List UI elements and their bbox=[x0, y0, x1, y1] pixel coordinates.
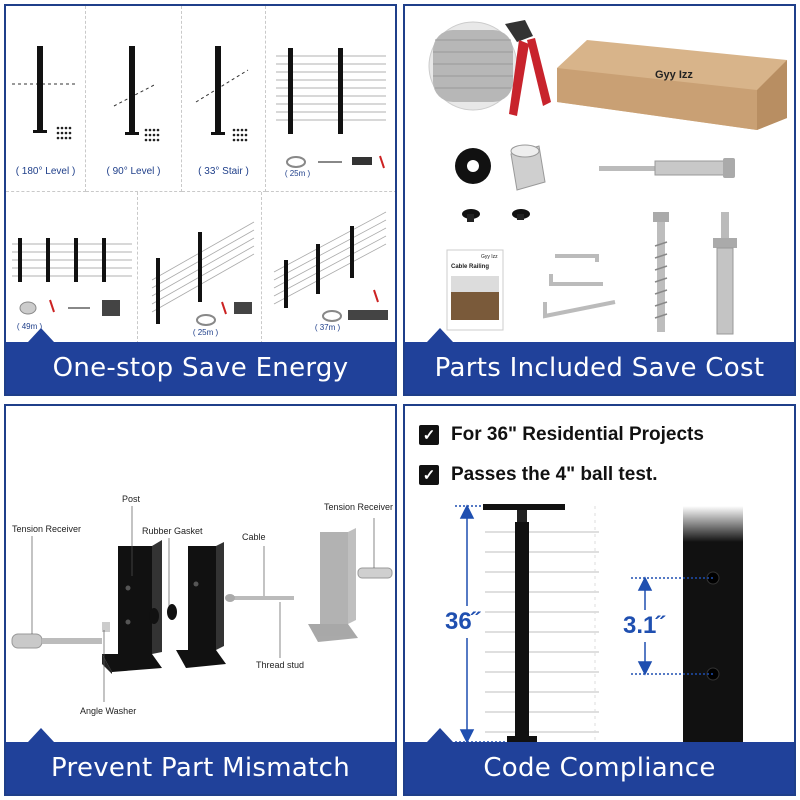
box-brand: Gyy Izz bbox=[655, 69, 693, 81]
spacing-label: 3.1˝ bbox=[623, 610, 665, 642]
banner-part-mismatch: Prevent Part Mismatch bbox=[6, 728, 395, 794]
label-tension-receiver-right: Tension Receiver bbox=[324, 502, 394, 512]
swage-stud-icon bbox=[599, 158, 735, 178]
post-grey-icon bbox=[308, 528, 358, 642]
banner-notch-2 bbox=[427, 328, 453, 342]
checkbox-icon: ✓ bbox=[419, 425, 439, 445]
exploded-assembly-illustration bbox=[11, 506, 393, 702]
stair-kit-25m-illustration bbox=[151, 221, 255, 326]
manual-brand: Gyy Izz bbox=[481, 254, 498, 260]
caption-33-stair: ( 33° Stair ) bbox=[198, 166, 249, 177]
banner-code-compliance: Code Compliance bbox=[405, 728, 794, 794]
panel-code-compliance: ✓ For 36" Residential Projects ✓ Passes … bbox=[403, 404, 796, 796]
check-text-ball-test: Passes the 4" ball test. bbox=[451, 464, 658, 485]
label-rubber-gasket: Rubber Gasket bbox=[142, 526, 203, 536]
post-stair-illustration bbox=[195, 46, 249, 142]
compliance-diagram bbox=[455, 504, 743, 746]
checkbox-icon-2: ✓ bbox=[419, 465, 439, 485]
cell-kit-25m: ( 25m ) bbox=[266, 6, 395, 192]
rubber-gasket-icon bbox=[455, 148, 491, 184]
caption-180-level: ( 180° Level ) bbox=[15, 166, 76, 177]
tension-receiver-right-icon bbox=[357, 567, 393, 579]
banner-notch bbox=[28, 328, 54, 342]
cable-cutter-icon bbox=[505, 20, 551, 116]
caption-kit-stair-25m: ( 25m ) bbox=[192, 328, 219, 337]
caption-kit-49m: ( 49m ) bbox=[16, 322, 43, 331]
zoomed-post-icon bbox=[683, 506, 743, 746]
label-cable: Cable bbox=[242, 532, 266, 542]
panel-parts-included: Gyy Izz Cable Railing Gyy Izz Parts Incl… bbox=[403, 4, 796, 396]
ferrule-icon bbox=[510, 144, 546, 191]
caption-90-level: ( 90° Level ) bbox=[106, 166, 161, 177]
label-angle-washer: Angle Washer bbox=[80, 706, 137, 716]
check-text-residential: For 36" Residential Projects bbox=[451, 424, 704, 445]
rubber-gasket-icon bbox=[149, 604, 177, 624]
post-black-1-icon bbox=[102, 540, 162, 674]
cell-kit-37m: ( 37m ) bbox=[262, 192, 395, 344]
post-180-illustration bbox=[12, 46, 76, 140]
post-black-2-icon bbox=[176, 542, 226, 668]
banner-parts-included: Parts Included Save Cost bbox=[405, 328, 794, 394]
banner-notch-3 bbox=[28, 728, 54, 742]
cell-33-stair: ( 33° Stair ) bbox=[182, 6, 266, 192]
manual-title: Cable Railing bbox=[451, 264, 489, 270]
post-90-illustration bbox=[113, 46, 160, 142]
railing-kit-illustration bbox=[276, 48, 386, 169]
parts-illustration: Gyy Izz Cable Railing Gyy Izz bbox=[428, 20, 787, 335]
small-screw-icon-2 bbox=[512, 209, 530, 220]
installation-manual-icon bbox=[446, 249, 504, 331]
height-label: 36˝ bbox=[445, 606, 480, 638]
caption-kit-37m: ( 37m ) bbox=[314, 323, 341, 332]
tension-receiver-left-icon bbox=[11, 633, 102, 649]
railing-post-icon bbox=[483, 504, 565, 742]
railing-kit-49m-illustration bbox=[12, 238, 132, 316]
check-item-ball-test: ✓ Passes the 4" ball test. bbox=[419, 464, 658, 486]
banner-one-stop: One-stop Save Energy bbox=[6, 328, 395, 394]
stair-kit-37m-illustration bbox=[273, 211, 388, 322]
cell-180-level: ( 180° Level ) bbox=[6, 6, 86, 192]
banner-notch-4 bbox=[427, 728, 453, 742]
spacing-dimension-icon bbox=[631, 576, 713, 676]
anchor-bolt-icon bbox=[713, 212, 737, 335]
allen-key-icon bbox=[543, 254, 616, 319]
lag-screw-icon bbox=[653, 212, 669, 332]
cell-90-level: ( 90° Level ) bbox=[86, 6, 182, 192]
check-item-residential: ✓ For 36" Residential Projects bbox=[419, 424, 704, 446]
angle-washer-icon bbox=[102, 622, 110, 632]
caption-kit-25m: ( 25m ) bbox=[284, 169, 311, 178]
label-tension-receiver-left: Tension Receiver bbox=[12, 524, 82, 534]
cable-icon bbox=[225, 594, 294, 602]
cell-kit-stair-25m: ( 25m ) bbox=[138, 192, 262, 344]
package-box-icon bbox=[557, 40, 787, 130]
label-post: Post bbox=[122, 494, 141, 504]
cell-kit-49m: ( 49m ) bbox=[6, 192, 138, 344]
small-screw-icon bbox=[462, 209, 480, 222]
cables-icon bbox=[485, 531, 599, 733]
panel-part-mismatch: Tension Receiver Post Rubber Gasket Cabl… bbox=[4, 404, 397, 796]
panel-one-stop: ( 180° Level ) ( 90° Level ) ( 33° Stair… bbox=[4, 4, 397, 396]
label-thread-stud: Thread stud bbox=[256, 660, 305, 670]
cable-spool-icon bbox=[428, 21, 518, 111]
